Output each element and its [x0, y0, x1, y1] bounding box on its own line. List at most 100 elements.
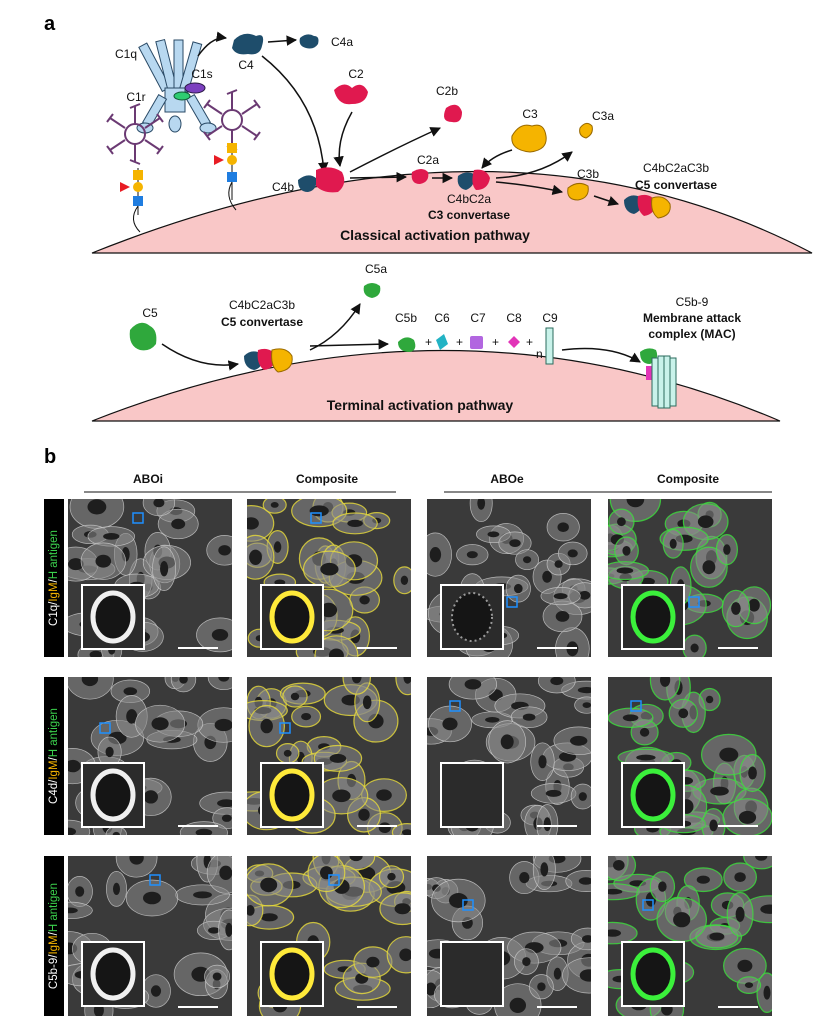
scale-bar [537, 825, 577, 827]
micrograph-c5b9-aboi [68, 856, 232, 1016]
c5-conv-top-c3b [651, 196, 671, 219]
n-label: n [536, 347, 543, 361]
h-antigen-right [214, 143, 237, 211]
roi-box [630, 700, 642, 712]
c2b-label: C2b [436, 84, 458, 98]
roi-box [506, 596, 518, 608]
c3-conv-c2a-shape [472, 169, 490, 190]
col-header-composite-2: Composite [657, 472, 719, 486]
mac-name-label: C5b-9 [676, 295, 709, 309]
panel-a-label: a [44, 13, 56, 35]
c5b-shape [398, 337, 416, 352]
c5a-label: C5a [365, 262, 387, 276]
c6-shape [436, 334, 448, 350]
c5a-shape [363, 283, 381, 298]
roi-box [279, 722, 291, 734]
scale-bar [178, 1006, 218, 1008]
scale-bar [718, 825, 758, 827]
terminal-pathway-label: Terminal activation pathway [327, 397, 514, 413]
c8-shape [508, 336, 520, 348]
c3-shape [511, 124, 547, 153]
c9-label: C9 [542, 311, 558, 325]
c2-label: C2 [348, 67, 364, 81]
plus-3: + [492, 335, 499, 349]
c5-convertase-top-label: C5 convertase [635, 178, 717, 192]
c3b-shape [567, 182, 589, 201]
c2-shape [334, 84, 368, 105]
micrograph-c5b9-aboe [427, 856, 591, 1016]
col-header-composite-1: Composite [296, 472, 358, 486]
c1r-label: C1r [126, 90, 145, 104]
c3-convertase-label: C3 convertase [428, 208, 510, 222]
classical-membrane [91, 170, 813, 254]
terminal-membrane [91, 349, 781, 422]
scale-bar [357, 1006, 397, 1008]
mac-line2-label: complex (MAC) [648, 327, 735, 341]
scale-bar [178, 825, 218, 827]
scale-bar [178, 647, 218, 649]
panel-b-label: b [44, 446, 56, 468]
c7-label: C7 [470, 311, 486, 325]
c4bc2ac3b-top-label: C4bC2aC3b [643, 161, 709, 175]
igm-left [106, 103, 164, 165]
c4a-label: C4a [331, 35, 353, 49]
micrograph-c4d-composite-aboe [608, 677, 772, 835]
row-label-c1q: C1q/IgM/H antigen [44, 499, 64, 657]
col-header-aboe: ABOe [490, 472, 524, 486]
c4bc2a-label: C4bC2a [447, 192, 491, 206]
inset-vessel-ring [90, 768, 136, 822]
inset-zoom [440, 941, 504, 1007]
c4a-shape [299, 34, 319, 49]
inset-vessel-ring [630, 590, 676, 644]
micrograph-c4d-composite-aboi [247, 677, 411, 835]
scale-bar [537, 647, 577, 649]
c3b-label: C3b [577, 167, 599, 181]
c3-label: C3 [522, 107, 538, 121]
c4-label: C4 [238, 58, 254, 72]
inset-vessel-ring [90, 947, 136, 1001]
c2-bound-shape [316, 167, 345, 193]
roi-box [642, 899, 654, 911]
micrograph-c1q-aboe [427, 499, 591, 657]
micrograph-c4d-aboi [68, 677, 232, 835]
c6-label: C6 [434, 311, 450, 325]
c1-complex [136, 38, 217, 134]
row-label-c5b9: C5b-9/IgM/H antigen [44, 856, 64, 1016]
c4bc2ac3b-bottom-label: C4bC2aC3b [229, 298, 295, 312]
c5-shape [129, 322, 157, 351]
c5-convertase-bottom-label: C5 convertase [221, 315, 303, 329]
c2a-label: C2a [417, 153, 439, 167]
plus-2: + [456, 335, 463, 349]
micrograph-c1q-composite-aboi [247, 499, 411, 657]
inset-vessel-ring [90, 590, 136, 644]
inset-vessel-ring [269, 947, 315, 1001]
row-label-c4d: C4d/IgM/H antigen [44, 677, 64, 835]
micrograph-c1q-composite-aboe [608, 499, 772, 657]
c7-shape [470, 336, 483, 349]
c3-conv-c4b-shape [457, 172, 475, 190]
roi-box [310, 512, 322, 524]
roi-box [328, 874, 340, 886]
c4-shape [232, 33, 264, 55]
scale-bar [537, 1006, 577, 1008]
scale-bar [357, 825, 397, 827]
c3a-shape [579, 122, 593, 139]
c3a-label: C3a [592, 109, 614, 123]
c9-shape [545, 327, 554, 365]
scale-bar [357, 647, 397, 649]
roi-box [99, 722, 111, 734]
c5-conv-bottom-c3b [271, 348, 293, 373]
micrograph-c5b9-composite-aboe [608, 856, 772, 1016]
scale-bar [718, 1006, 758, 1008]
inset-vessel-ring [630, 947, 676, 1001]
roi-box [449, 700, 461, 712]
h-antigen-left [120, 168, 143, 233]
c5b-label: C5b [395, 311, 417, 325]
c1s-label: C1s [191, 67, 212, 81]
inset-vessel-ring [630, 768, 676, 822]
inset-vessel-ring [269, 590, 315, 644]
roi-box [132, 512, 144, 524]
c4b-label: C4b [272, 180, 294, 194]
micrograph-c4d-aboe [427, 677, 591, 835]
c4b-shape [298, 175, 317, 192]
